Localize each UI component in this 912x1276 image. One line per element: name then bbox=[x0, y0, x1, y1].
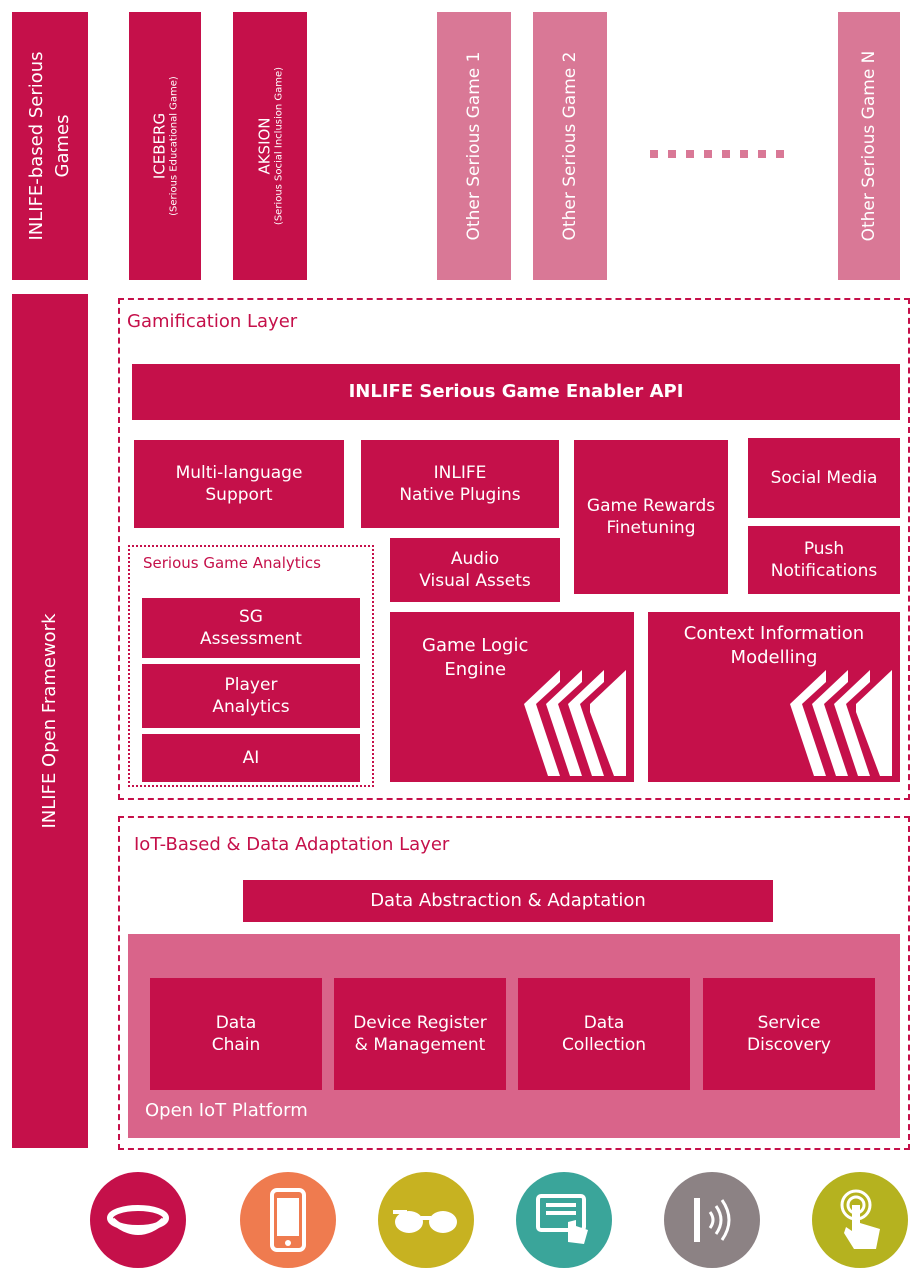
game-title: Other Serious Game 2 bbox=[560, 51, 580, 241]
game-title: ICEBERG bbox=[150, 112, 169, 180]
module-label-line: Context Information bbox=[683, 623, 865, 644]
module-label-line: Device Register bbox=[353, 1013, 487, 1033]
tablet-touch-icon[interactable] bbox=[516, 1172, 612, 1268]
game-other-2[interactable]: Other Serious Game 2 bbox=[533, 12, 607, 280]
analytics-title: Serious Game Analytics bbox=[143, 554, 321, 572]
audio-visual-assets[interactable]: Audio Visual Assets bbox=[390, 538, 560, 602]
sg-assessment[interactable]: SG Assessment bbox=[142, 598, 360, 658]
iot-module-data-collection[interactable]: Data Collection bbox=[518, 978, 690, 1090]
module-label-line: Finetuning bbox=[606, 518, 696, 538]
iot-layer bbox=[118, 816, 910, 1150]
iot-layer-title: IoT-Based & Data Adaptation Layer bbox=[134, 834, 450, 855]
module-label-line: Data bbox=[215, 1013, 257, 1033]
game-title: Other Serious Game N bbox=[859, 50, 879, 242]
module-label-line: Game Rewards bbox=[586, 496, 716, 516]
module-label-line: Data bbox=[583, 1013, 625, 1033]
platform-label: Open IoT Platform bbox=[145, 1100, 308, 1121]
module-label-line: Chain bbox=[211, 1035, 261, 1055]
chevron-logo-icon bbox=[790, 670, 892, 776]
framework-sidebar: INLIFE Open Framework bbox=[12, 294, 88, 1148]
beacon-icon[interactable] bbox=[664, 1172, 760, 1268]
module-label-line: Discovery bbox=[747, 1035, 831, 1055]
enabler-api-label: INLIFE Serious Game Enabler API bbox=[348, 381, 684, 402]
module-label-line: Audio bbox=[450, 549, 500, 569]
player-analytics[interactable]: Player Analytics bbox=[142, 664, 360, 728]
framework-label: INLIFE Open Framework bbox=[39, 613, 60, 829]
module-label-line: Notifications bbox=[770, 561, 878, 581]
iot-module-data-chain[interactable]: Data Chain bbox=[150, 978, 322, 1090]
gamification-layer bbox=[118, 298, 910, 800]
module-label: Data Abstraction & Adaptation bbox=[370, 890, 646, 911]
module-label-line: & Management bbox=[354, 1035, 486, 1055]
game-subtitle: (Serious Educational Game) bbox=[168, 76, 180, 216]
module-label-line: Analytics bbox=[212, 697, 290, 717]
module-label-line: Service bbox=[757, 1013, 821, 1033]
game-other-1[interactable]: Other Serious Game 1 bbox=[437, 12, 511, 280]
serious-games-header: INLIFE-based Serious Games bbox=[12, 12, 88, 280]
game-title: AKSION bbox=[255, 117, 274, 175]
ai-module[interactable]: AI bbox=[142, 734, 360, 782]
push-notifications[interactable]: Push Notifications bbox=[748, 526, 900, 594]
module-label-line: Engine bbox=[444, 659, 507, 680]
module-label: AI bbox=[242, 748, 260, 768]
module-label-line: Modelling bbox=[730, 647, 818, 668]
module-label-line: Support bbox=[205, 485, 273, 505]
touch-gesture-icon[interactable] bbox=[812, 1172, 908, 1268]
module-label-line: Assessment bbox=[200, 629, 302, 649]
multi-language-support[interactable]: Multi-language Support bbox=[134, 440, 344, 528]
game-rewards-finetuning[interactable]: Game Rewards Finetuning bbox=[574, 440, 728, 594]
gamification-layer-title: Gamification Layer bbox=[127, 311, 298, 332]
context-information-modelling[interactable]: Context Information Modelling bbox=[648, 612, 900, 782]
module-label-line: Multi-language bbox=[175, 463, 303, 483]
iot-module-device-register[interactable]: Device Register & Management bbox=[334, 978, 506, 1090]
game-subtitle: (Serious Social Inclusion Game) bbox=[273, 66, 285, 226]
game-aksion[interactable]: AKSION (Serious Social Inclusion Game) bbox=[233, 12, 307, 280]
game-logic-engine[interactable]: Game Logic Engine bbox=[390, 612, 634, 782]
module-label-line: INLIFE bbox=[433, 463, 487, 483]
data-abstraction-adaptation[interactable]: Data Abstraction & Adaptation bbox=[243, 880, 773, 922]
social-media[interactable]: Social Media bbox=[748, 438, 900, 518]
smart-glasses-icon[interactable] bbox=[378, 1172, 474, 1268]
module-label-line: Collection bbox=[561, 1035, 647, 1055]
game-other-n[interactable]: Other Serious Game N bbox=[838, 12, 900, 280]
chevron-logo-icon bbox=[524, 670, 626, 776]
module-label-line: Player bbox=[224, 675, 278, 695]
serious-game-analytics-group bbox=[128, 545, 374, 787]
native-plugins[interactable]: INLIFE Native Plugins bbox=[361, 440, 559, 528]
module-label-line: Visual Assets bbox=[419, 571, 531, 591]
iot-module-service-discovery[interactable]: Service Discovery bbox=[703, 978, 875, 1090]
module-label-line: SG bbox=[239, 607, 263, 627]
smart-band-icon[interactable] bbox=[90, 1172, 186, 1268]
game-title: Other Serious Game 1 bbox=[464, 51, 484, 241]
game-iceberg[interactable]: ICEBERG (Serious Educational Game) bbox=[129, 12, 201, 280]
module-label-line: Native Plugins bbox=[399, 485, 521, 505]
module-label-line: Push bbox=[803, 539, 845, 559]
module-label-line: Game Logic bbox=[422, 635, 529, 656]
module-label: Social Media bbox=[770, 468, 878, 488]
ellipsis-dots bbox=[650, 150, 784, 158]
serious-games-label: INLIFE-based Serious Games bbox=[26, 51, 73, 241]
smartphone-icon[interactable] bbox=[240, 1172, 336, 1268]
enabler-api[interactable]: INLIFE Serious Game Enabler API bbox=[132, 364, 900, 420]
